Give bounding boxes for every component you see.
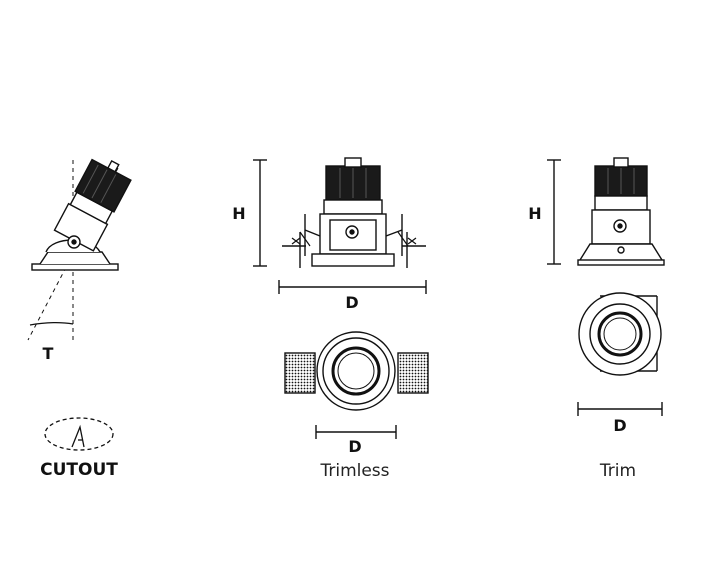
trim-top-width-dimension bbox=[577, 402, 663, 416]
trim-diameter-label: D bbox=[613, 416, 626, 435]
trimless-caption: Trimless bbox=[319, 461, 389, 481]
tilt-angle-label: T bbox=[43, 344, 54, 363]
tilted-fixture-view bbox=[27, 158, 132, 341]
trim-top-view bbox=[578, 292, 662, 376]
trimless-side-diameter-label: D bbox=[345, 293, 358, 312]
trimless-top-width-dimension bbox=[315, 425, 397, 439]
trimless-side-width-dimension bbox=[278, 280, 427, 294]
trim-caption: Trim bbox=[599, 461, 636, 481]
cutout-symbol bbox=[44, 417, 114, 451]
trimless-top-diameter-label: D bbox=[348, 437, 361, 456]
cutout-label: CUTOUT bbox=[40, 460, 118, 480]
trim-height-label: H bbox=[528, 204, 541, 223]
trimless-top-view bbox=[284, 331, 429, 411]
trimless-height-label: H bbox=[232, 204, 245, 223]
trim-side-view bbox=[547, 157, 665, 266]
trimless-side-view bbox=[253, 157, 426, 268]
